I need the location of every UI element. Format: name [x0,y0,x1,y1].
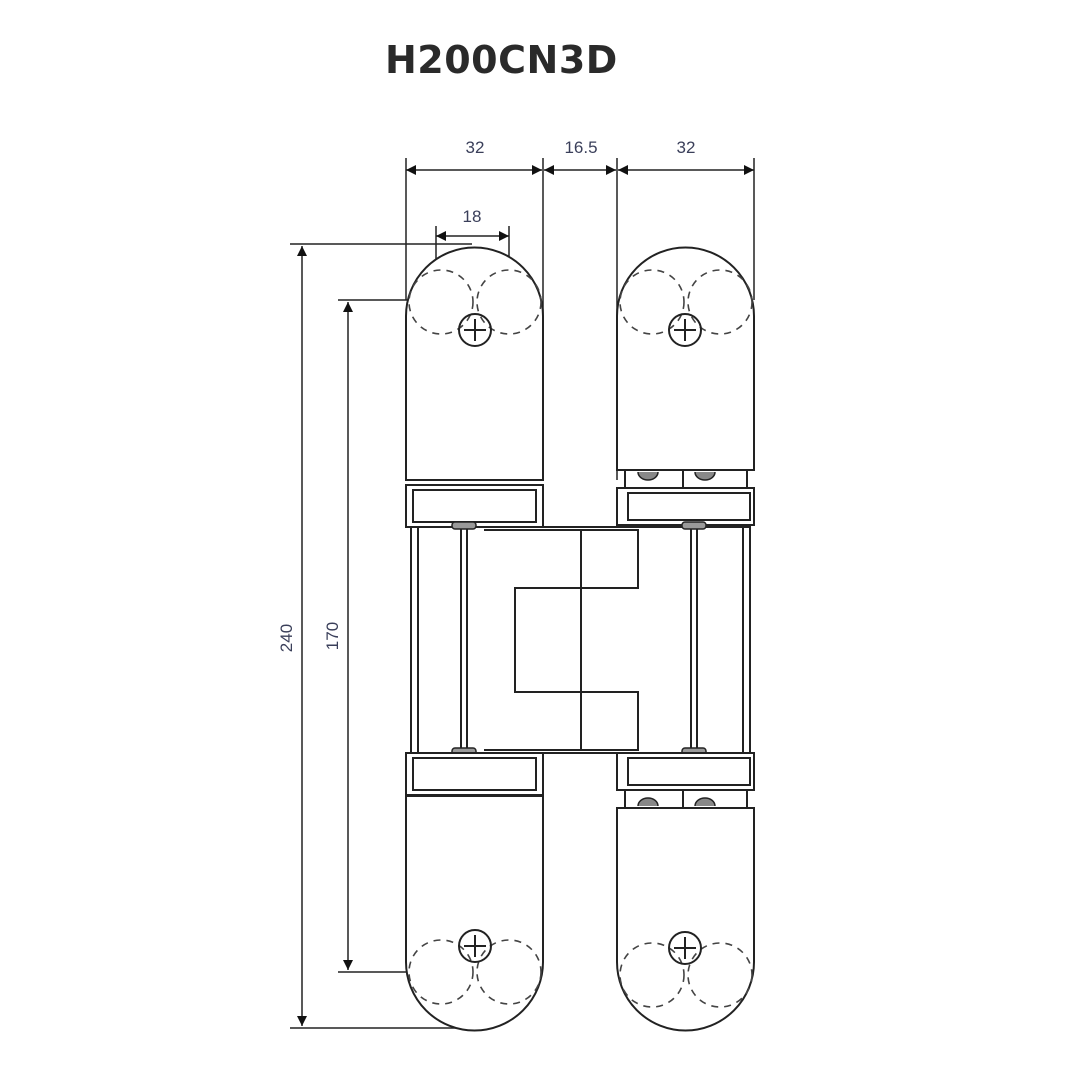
screw-hole-icon [458,313,492,347]
screw-hole-icon [458,929,492,963]
center-mechanism [410,521,751,756]
dim-width-left: 32 [466,138,485,157]
right-top-adjusters [616,469,755,526]
dim-screw-spacing: 170 [323,622,342,650]
left-bottom-plate [405,795,544,1032]
left-top-plate [405,246,544,481]
dim-width-right: 32 [677,138,696,157]
dim-hole-spacing: 18 [463,207,482,226]
dim-total-height: 240 [277,624,296,652]
dim-gap: 16.5 [564,138,597,157]
right-bottom-plate [616,807,755,1032]
screw-hole-icon [668,313,702,347]
left-bottom-block [405,752,544,796]
screw-hole-icon [668,931,702,965]
left-top-block [405,484,544,528]
right-bottom-adjusters [616,752,755,809]
model-title: H200CN3D [385,38,618,82]
side-dimension-lines [290,243,472,1029]
right-top-plate [616,246,755,471]
